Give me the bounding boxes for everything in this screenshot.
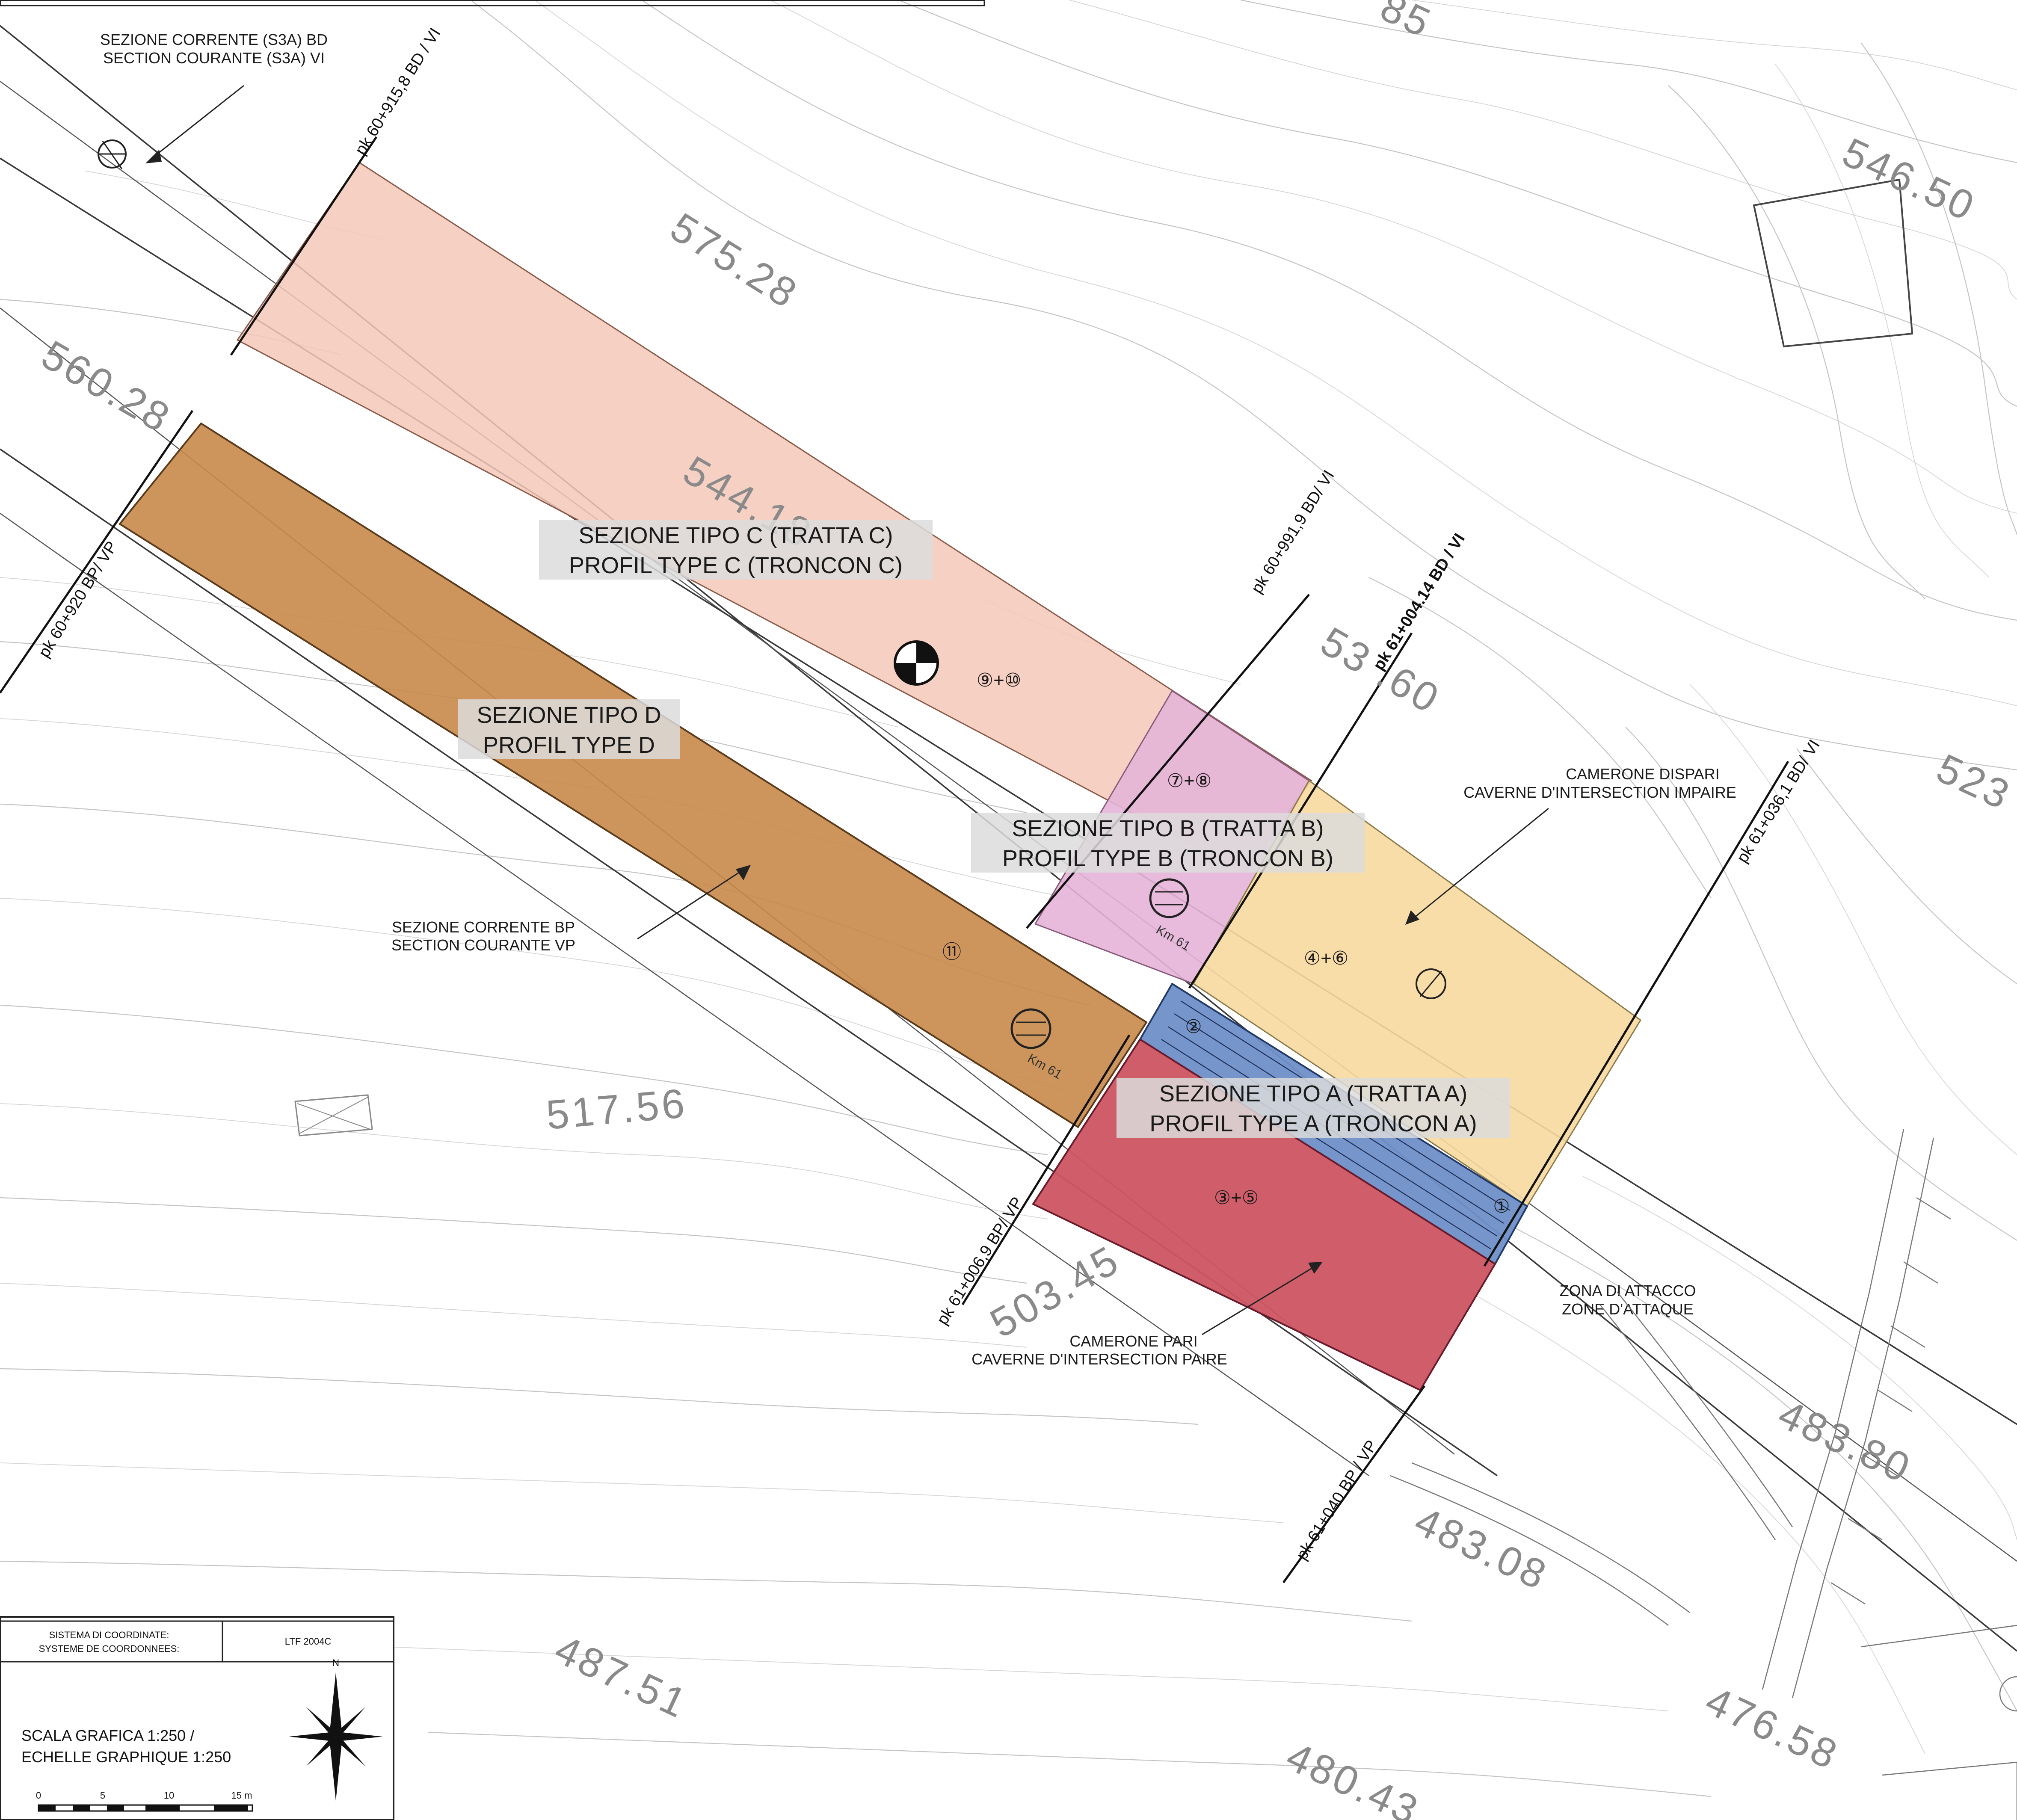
scale-tick-label: 15 m	[231, 1790, 252, 1801]
note-attacco-line1: ZONA DI ATTACCO	[1560, 1282, 1696, 1299]
section-d-label: SEZIONE TIPO D PROFIL TYPE D	[458, 699, 680, 759]
section-marker-c	[894, 640, 939, 686]
section-b-label: SEZIONE TIPO B (TRATTA B) PROFIL TYPE B …	[971, 813, 1365, 873]
note-s3a-line2: SECTION COURANTE (S3A) VI	[103, 49, 325, 67]
elevation-label: 487.51	[548, 1626, 695, 1727]
elevation-label: 575.28	[663, 204, 806, 317]
section-b-numbers: ⑦+⑧	[1167, 770, 1212, 791]
note-dispari-line2: CAVERNE D'INTERSECTION IMPAIRE	[1463, 784, 1736, 801]
coord-value: LTF 2004C	[285, 1636, 332, 1647]
note-pari: CAMERONE PARI CAVERNE D'INTERSECTION PAI…	[971, 1262, 1323, 1368]
note-pari-line2: CAVERNE D'INTERSECTION PAIRE	[971, 1350, 1227, 1368]
section-disp-numbers: ④+⑥	[1304, 948, 1349, 969]
chainage-label-b-end: pk 61+004.14 BD / VI	[1370, 530, 1469, 674]
section-d-line1: SEZIONE TIPO D	[477, 702, 661, 728]
scale-title-line1: SCALA GRAFICA 1:250 /	[21, 1727, 194, 1744]
scale-bar: 0 5 10 15 m	[36, 1790, 253, 1812]
section-marker-disp	[1416, 968, 1446, 999]
section-d-numbers: ⑪	[942, 941, 961, 962]
elevation-label: 546.50	[1836, 129, 1983, 230]
markers	[98, 139, 1446, 1049]
coord-label-line1: SISTEMA DI COORDINATE:	[49, 1630, 169, 1640]
north-arrow-icon: N	[289, 1657, 383, 1801]
section-c-line2: PROFIL TYPE C (TRONCON C)	[569, 553, 903, 578]
section-d-line2: PROFIL TYPE D	[483, 732, 655, 758]
section-d-band	[118, 422, 1148, 1128]
scale-tick-label: 0	[36, 1790, 41, 1801]
note-bp-line2: SECTION COURANTE VP	[391, 936, 575, 954]
elevation-label: 560.28	[34, 332, 179, 442]
note-attacco-line2: ZONE D'ATTAQUE	[1562, 1300, 1694, 1318]
coordinate-box: SISTEMA DI COORDINATE: SYSTEME DE COORDO…	[0, 1616, 394, 1820]
section-marker-d	[1010, 1008, 1051, 1049]
section-c-numbers: ⑨+⑩	[977, 670, 1022, 691]
scale-tick-label: 10	[164, 1790, 174, 1801]
section-bands	[118, 161, 1642, 1391]
elevation-label: 476.58	[1699, 1678, 1846, 1779]
note-s3a-line1: SEZIONE CORRENTE (S3A) BD	[100, 31, 328, 48]
note-attacco: ZONA DI ATTACCO ZONE D'ATTAQUE	[1560, 1282, 1696, 1318]
note-dispari: CAMERONE DISPARI CAVERNE D'INTERSECTION …	[1405, 765, 1736, 925]
section-blue-number-top: ②	[1185, 1016, 1202, 1037]
note-bp-line1: SEZIONE CORRENTE BP	[392, 918, 575, 936]
section-a-numbers: ③+⑤	[1214, 1187, 1259, 1208]
section-b-line2: PROFIL TYPE B (TRONCON B)	[1002, 846, 1333, 871]
north-label: N	[332, 1657, 339, 1668]
note-dispari-line1: CAMERONE DISPARI	[1566, 765, 1719, 783]
elevation-label: 483.80	[1771, 1391, 1919, 1492]
elevation-label: 503.45	[983, 1237, 1128, 1347]
scale-tick-label: 5	[100, 1790, 105, 1801]
section-a-label: SEZIONE TIPO A (TRATTA A) PROFIL TYPE A …	[1117, 1078, 1510, 1138]
section-marker-s3a	[98, 139, 127, 169]
note-pari-line1: CAMERONE PARI	[1069, 1332, 1197, 1350]
elevation-label: 523	[1930, 745, 2017, 819]
elevation-label: 85	[1374, 0, 1439, 47]
chainage-label-c-end: pk 60+991,9 BD/ VI	[1248, 467, 1338, 597]
chainage-label-d-start: pk 60+920 BP/ VP	[35, 538, 121, 661]
section-b-line1: SEZIONE TIPO B (TRATTA B)	[1012, 816, 1324, 841]
section-a-line2: PROFIL TYPE A (TRONCON A)	[1149, 1111, 1477, 1136]
section-c-label: SEZIONE TIPO C (TRATTA C) PROFIL TYPE C …	[539, 520, 933, 580]
section-a-line1: SEZIONE TIPO A (TRATTA A)	[1159, 1081, 1467, 1107]
section-marker-b	[1149, 878, 1189, 918]
coord-label-line2: SYSTEME DE COORDONNEES:	[39, 1643, 180, 1654]
section-c-line1: SEZIONE TIPO C (TRATTA C)	[578, 523, 893, 548]
portal-structures	[1390, 1129, 2017, 1820]
note-bp: SEZIONE CORRENTE BP SECTION COURANTE VP	[391, 865, 751, 954]
chainage-label-a-end: pk 61+040 BP / VP	[1293, 1437, 1381, 1563]
elevation-label: 517.56	[545, 1080, 689, 1138]
chainage-label-c-start: pk 60+915,8 BD / VI	[352, 25, 444, 158]
elevation-label: 483.08	[1408, 1498, 1555, 1599]
section-blue-number-bottom: ①	[1493, 1196, 1510, 1217]
terrain-features	[0, 0, 1913, 1136]
chainage-label-disp-end: pk 61+036,1 BD/ VI	[1733, 737, 1824, 866]
elevation-label: 480.43	[1280, 1733, 1427, 1820]
scale-title-line2: ECHELLE GRAPHIQUE 1:250	[21, 1748, 231, 1766]
note-s3a: SEZIONE CORRENTE (S3A) BD SECTION COURAN…	[100, 31, 328, 163]
